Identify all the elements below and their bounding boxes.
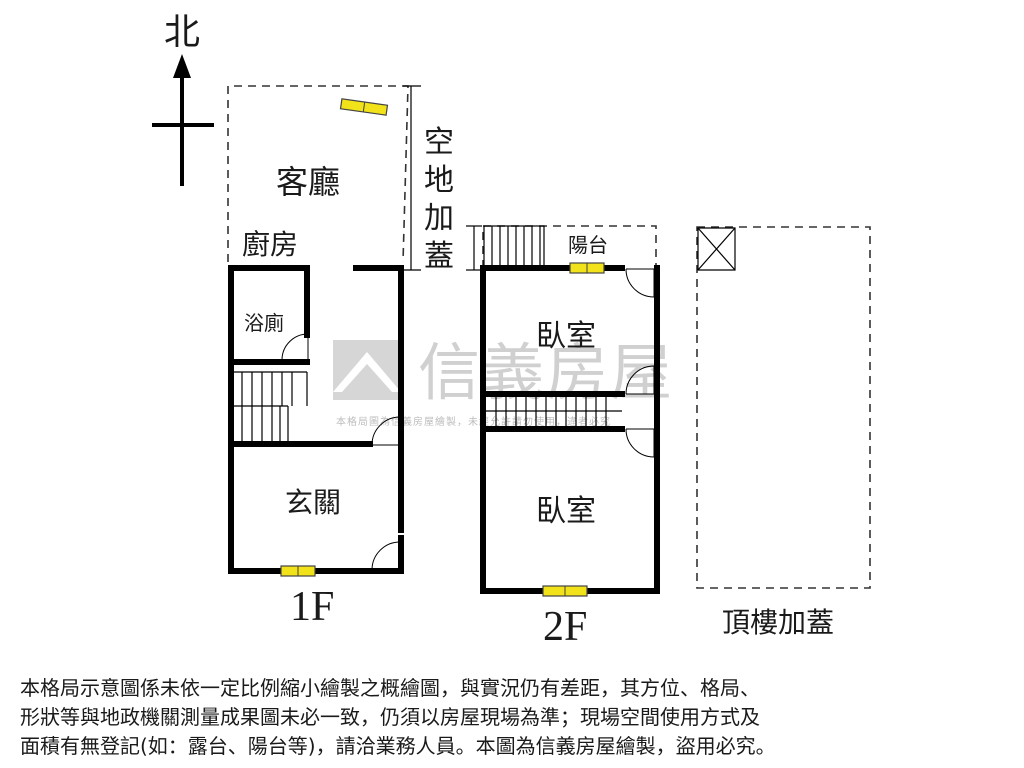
addition-note-char-2: 地 — [424, 163, 454, 198]
room-bathroom: 浴廁 — [244, 311, 284, 335]
addition-dimension — [403, 85, 421, 271]
addition-note-char-1: 空 — [424, 125, 454, 160]
watermark-small-text: 本格局圖為信義房屋繪製，未經允許請勿使用，違者必究 — [336, 415, 611, 428]
addition-note-char-3: 加 — [424, 201, 454, 236]
floor-1-label: 1F — [290, 584, 334, 630]
room-kitchen: 廚房 — [242, 228, 298, 261]
rooftop: 頂樓加蓋 — [696, 226, 871, 639]
window-bedroom-1 — [569, 262, 605, 274]
brand-logo-icon — [333, 340, 401, 400]
room-bedroom-2: 臥室 — [536, 494, 596, 529]
disclaimer-line-3: 面積有無登記(如：露台、陽台等)，請洽業務人員。本圖為信義房屋繪製，盜用必究。 — [20, 734, 776, 758]
window-entrance — [280, 565, 316, 577]
disclaimer-line-1: 本格局示意圖係未依一定比例縮小繪製之概繪圖，與實況仍有差距，其方位、格局、 — [20, 676, 760, 700]
stairs-2f — [484, 396, 622, 428]
north-arrow-icon — [173, 54, 191, 78]
stairs-rooftop — [697, 227, 736, 271]
north-label: 北 — [164, 12, 200, 53]
door-bathroom — [281, 333, 309, 361]
addition-note-char-4: 蓋 — [424, 239, 454, 274]
disclaimer: 本格局示意圖係未依一定比例縮小繪製之概繪圖，與實況仍有差距，其方位、格局、 形狀… — [20, 674, 1010, 761]
floor-1: 空 地 加 蓋 — [227, 85, 454, 630]
door-bedroom-1 — [625, 365, 655, 395]
floor-2: 陽台 臥室 臥室 2F — [466, 225, 660, 650]
floor-2-label: 2F — [543, 604, 587, 650]
balcony-dimension — [466, 225, 482, 271]
stairs-1f — [232, 371, 308, 444]
watermark: 信義房屋 本格局圖為信義房屋繪製，未經允許請勿使用，違者必究 — [333, 336, 672, 428]
window-bedroom-2 — [542, 585, 588, 597]
north-compass: 北 — [152, 12, 214, 186]
window-living-room — [339, 98, 389, 116]
door-entrance-interior — [371, 416, 401, 446]
door-bedroom-2 — [625, 428, 655, 458]
door-balcony — [625, 268, 655, 298]
disclaimer-line-2: 形狀等與地政機關測量成果圖未必一致，仍須以房屋現場為準；現場空間使用方式及 — [20, 705, 760, 729]
room-bedroom-1: 臥室 — [536, 319, 596, 354]
room-living-room: 客廳 — [276, 163, 340, 201]
stairs-balcony — [483, 225, 545, 269]
room-entrance: 玄關 — [285, 486, 341, 519]
door-front — [371, 541, 401, 571]
room-balcony: 陽台 — [568, 233, 608, 257]
rooftop-label: 頂樓加蓋 — [722, 606, 834, 639]
